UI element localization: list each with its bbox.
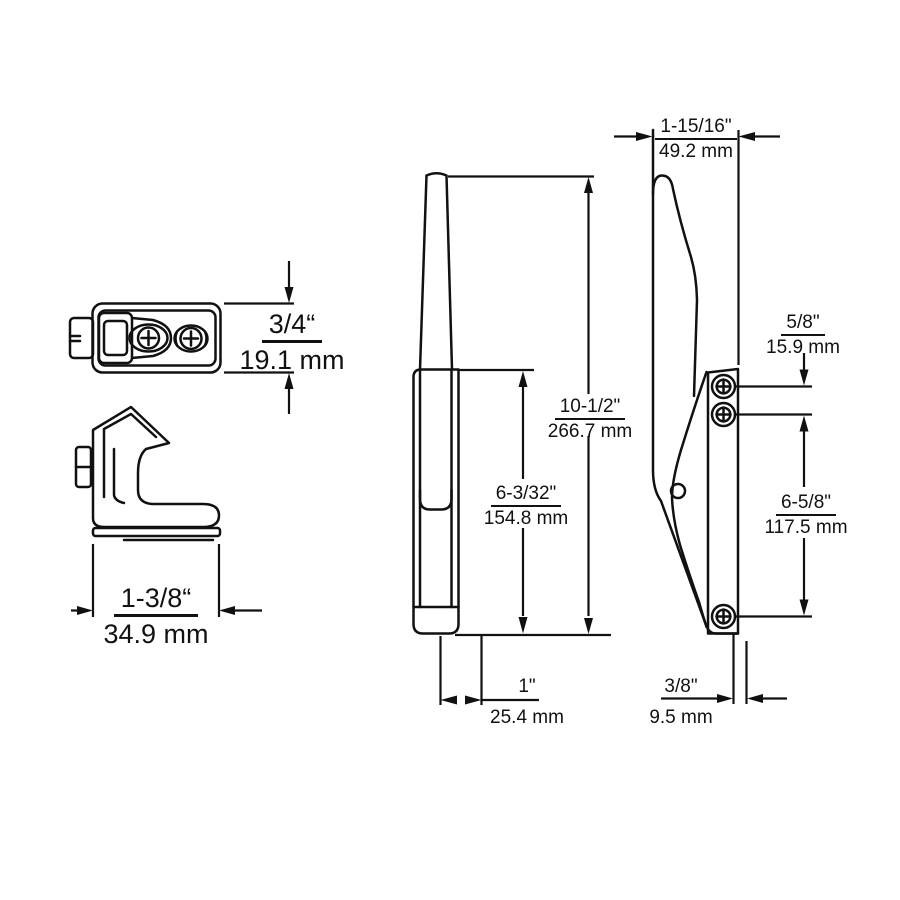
side-depth-inch: 1-15/16" <box>655 117 737 140</box>
handle-body-inch: 6-3/32" <box>490 484 562 507</box>
keeper-roof-inner-line <box>102 412 158 439</box>
keeper-left-tab <box>68 316 95 360</box>
keeper-height-mm: 19.1 mm <box>239 345 345 375</box>
keeper-side-view <box>74 405 222 542</box>
screw-1-icon <box>136 326 161 350</box>
screw-spacing-inch: 6-5/8" <box>775 493 837 516</box>
keeper-cam <box>130 316 173 360</box>
screw-2-icon <box>179 326 203 351</box>
keeper-width-dimension <box>71 544 262 617</box>
handle-side-dimensions <box>614 130 812 704</box>
handle-base-outline <box>412 368 460 635</box>
screw-slot-2-ticks <box>174 330 208 347</box>
handle-grip-recess-bottom <box>418 488 453 511</box>
label-keeper-width: 1-3/8“ 34.9 mm <box>76 583 236 648</box>
screw-slot-1 <box>128 323 169 353</box>
handle-grip-outline <box>418 172 454 371</box>
handle-side-hook <box>651 174 699 398</box>
label-handle-total-length: 10-1/2" 266.7 mm <box>530 397 650 442</box>
keeper-width-inch: 1-3/8“ <box>113 583 199 617</box>
label-stem-width: 1" 25.4 mm <box>467 677 587 728</box>
keeper-base-plate <box>91 526 222 538</box>
screw-spacing-mm: 117.5 mm <box>764 517 848 538</box>
pivot-pin-icon <box>669 482 687 500</box>
screw-2-cross <box>182 330 200 347</box>
stem-width-mm: 25.4 mm <box>490 707 564 728</box>
handle-base-flange-lines <box>418 368 453 609</box>
handle-side-cam-edge <box>670 370 708 629</box>
handle-body-mm: 154.8 mm <box>483 508 569 529</box>
side-depth-mm: 49.2 mm <box>659 141 733 162</box>
keeper-height-inch: 3/4“ <box>261 309 323 343</box>
mounting-plate <box>706 367 740 635</box>
handle-total-mm: 266.7 mm <box>547 421 633 442</box>
label-plate-offset: 3/8" 9.5 mm <box>621 677 741 728</box>
plate-offset-inch: 3/8" <box>664 676 698 697</box>
handle-front-view <box>412 172 460 635</box>
label-keeper-height: 3/4“ 19.1 mm <box>227 309 357 374</box>
keeper-tab-notch <box>68 334 82 343</box>
keeper-box-outer <box>97 311 134 365</box>
keeper-bracket-inner-lines <box>102 428 126 505</box>
label-screw-spacing: 6-5/8" 117.5 mm <box>746 493 866 538</box>
screw-offset-mm: 15.9 mm <box>766 337 840 358</box>
stem-width-inch: 1" <box>518 676 536 697</box>
label-screw-offset-top: 5/8" 15.9 mm <box>743 313 863 358</box>
handle-side-view <box>651 128 740 635</box>
handle-total-inch: 10-1/2" <box>554 397 626 420</box>
keeper-height-dimension <box>224 261 294 414</box>
screw-offset-inch: 5/8" <box>781 313 825 336</box>
label-side-depth: 1-15/16" 49.2 mm <box>636 117 756 162</box>
keeper-box-inner <box>102 319 129 357</box>
handle-front-dimensions <box>439 175 611 705</box>
screw-1-cross <box>140 329 157 347</box>
label-handle-body-length: 6-3/32" 154.8 mm <box>466 484 586 529</box>
keeper-top-view <box>68 302 222 374</box>
keeper-width-mm: 34.9 mm <box>103 619 209 649</box>
plate-offset-mm: 9.5 mm <box>649 707 713 728</box>
